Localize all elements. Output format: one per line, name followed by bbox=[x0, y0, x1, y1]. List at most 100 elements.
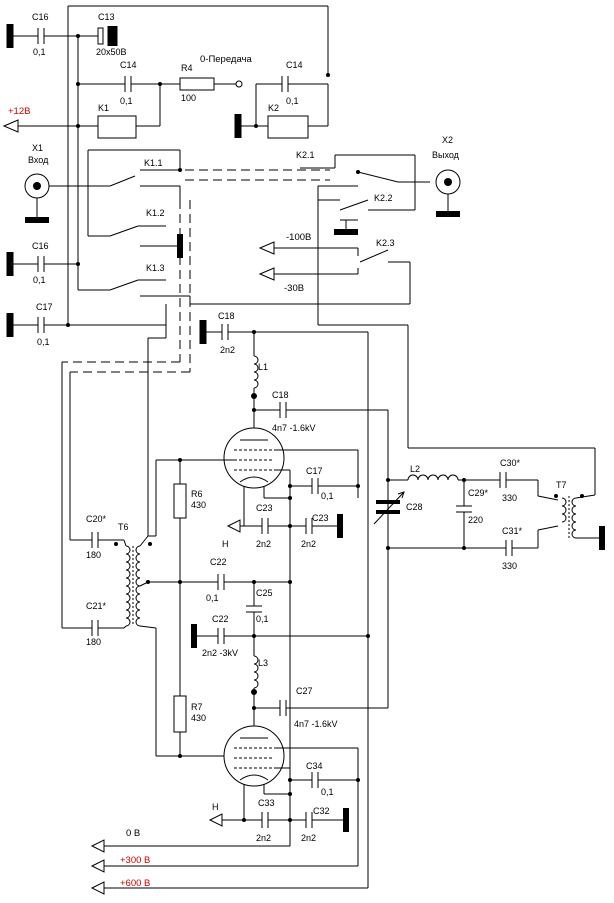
c17-left-value: 0,1 bbox=[37, 337, 50, 347]
minus30-label: -30B bbox=[284, 283, 304, 294]
c25: C25 0,1 bbox=[246, 582, 273, 636]
c32-label: C32 bbox=[313, 806, 330, 816]
c28-variable-capacitor: C28 bbox=[373, 480, 423, 548]
c23-b-value: 2n2 bbox=[301, 539, 316, 549]
k1-label: K1 bbox=[98, 103, 109, 113]
c27: C27 4n7 -1.6kV bbox=[254, 686, 388, 729]
c25-value: 0,1 bbox=[256, 614, 269, 624]
c14-right-value: 0,1 bbox=[286, 96, 299, 106]
c14-top-label: C14 bbox=[120, 60, 137, 70]
x1-input-connector: X1 Вход bbox=[24, 143, 50, 223]
l2-inductor: L2 bbox=[388, 464, 500, 481]
c31-label: C31* bbox=[502, 526, 523, 536]
c18-mid-label: C18 bbox=[272, 390, 289, 400]
c17-left-label: C17 bbox=[36, 302, 53, 312]
vacuum-tube-2 bbox=[223, 725, 285, 787]
c18-top-label: C18 bbox=[218, 311, 235, 321]
c21: C21* 180 bbox=[62, 601, 124, 647]
c30: C30* 330 bbox=[499, 458, 559, 503]
r6-value: 430 bbox=[191, 500, 206, 510]
r7-value: 430 bbox=[191, 713, 206, 723]
c22-b-label: C22 bbox=[212, 614, 229, 624]
c34-label: C34 bbox=[306, 761, 323, 771]
c20: C20* 180 bbox=[70, 514, 124, 560]
c32-value: 2n2 bbox=[301, 833, 316, 843]
k1-3-label: K1.3 bbox=[146, 263, 165, 273]
c16-top: C16 0,1 bbox=[6, 12, 78, 57]
c14-top-value: 0,1 bbox=[120, 96, 133, 106]
plus12-supply: +12B bbox=[2, 106, 98, 133]
c29-label: C29* bbox=[468, 488, 489, 498]
c31: C31* 330 bbox=[502, 525, 559, 571]
c14-top: C14 0,1 bbox=[78, 60, 180, 106]
plus600-label: +600 B bbox=[120, 878, 150, 889]
c16-mid: C16 0,1 bbox=[6, 241, 78, 285]
c23-pair: C23 2n2 C23 2n2 H bbox=[222, 503, 343, 549]
c18-mid-value: 4n7 -1.6kV bbox=[272, 423, 316, 433]
c16-top-value: 0,1 bbox=[33, 47, 46, 57]
c18-mid: C18 4n7 -1.6kV bbox=[254, 390, 389, 708]
l3-inductor: L3 bbox=[251, 636, 268, 730]
c21-label: C21* bbox=[86, 601, 107, 611]
c20-value: 180 bbox=[86, 550, 101, 560]
x2-output-connector: X2 Выход bbox=[432, 135, 461, 217]
h-bottom-label: H bbox=[212, 802, 219, 812]
c22-bottom: C22 2n2 -3kV bbox=[191, 614, 368, 658]
c18-top: C18 2n2 bbox=[199, 311, 368, 355]
r4-label: R4 bbox=[181, 63, 193, 73]
r6-label: R6 bbox=[191, 489, 203, 499]
h-top-label: H bbox=[222, 539, 229, 549]
vacuum-tube-1 bbox=[223, 427, 285, 489]
plus300-label: +300 B bbox=[120, 855, 150, 866]
r4: R4 100 bbox=[179, 63, 243, 103]
c17-right-value: 0,1 bbox=[321, 491, 334, 501]
r4-value: 100 bbox=[181, 93, 196, 103]
c33-value: 2n2 bbox=[256, 833, 271, 843]
k2-label: K2 bbox=[268, 103, 279, 113]
l1-label: L1 bbox=[258, 362, 268, 372]
l3-label: L3 bbox=[258, 658, 268, 668]
c34: C34 0,1 bbox=[290, 761, 358, 797]
k2-coil: K2 bbox=[234, 84, 329, 139]
k1-2-label: K1.2 bbox=[146, 208, 165, 218]
k1-coil: K1 bbox=[97, 84, 161, 139]
c17-left: C17 0,1 bbox=[6, 302, 166, 347]
c16-mid-label: C16 bbox=[32, 241, 49, 251]
plus12-label: +12B bbox=[8, 106, 30, 117]
c29-value: 220 bbox=[468, 515, 483, 525]
c23-a-value: 2n2 bbox=[256, 539, 271, 549]
c18-top-value: 2n2 bbox=[220, 345, 235, 355]
c30-value: 330 bbox=[502, 493, 517, 503]
x2-name: Выход bbox=[432, 150, 460, 160]
x1-label: X1 bbox=[32, 143, 43, 153]
t6-transformer: T6 bbox=[114, 522, 157, 629]
c22-a-label: C22 bbox=[210, 557, 227, 567]
k2-3-label: K2.3 bbox=[376, 238, 395, 248]
k2-2-label: K2.2 bbox=[374, 193, 393, 203]
c33-label: C33 bbox=[258, 798, 275, 808]
r7: R7 430 bbox=[173, 695, 206, 733]
c28-label: C28 bbox=[406, 502, 423, 512]
c16-top-label: C16 bbox=[32, 12, 49, 22]
c16-mid-value: 0,1 bbox=[33, 275, 46, 285]
c23-b-label: C23 bbox=[312, 513, 329, 523]
x1-name: Вход bbox=[28, 155, 49, 165]
c13: C13 20x50B bbox=[78, 12, 127, 57]
c14-right: C14 0,1 bbox=[256, 60, 328, 106]
zero-volt-label: 0 B bbox=[126, 828, 140, 839]
c31-value: 330 bbox=[502, 561, 517, 571]
t6-label: T6 bbox=[118, 522, 129, 532]
c27-value: 4n7 -1.6kV bbox=[294, 719, 338, 729]
supply-rails: 0 B +300 B +600 B bbox=[90, 828, 369, 895]
r7-label: R7 bbox=[191, 702, 203, 712]
k2-1-label: K2.1 bbox=[296, 150, 315, 160]
c21-value: 180 bbox=[86, 637, 101, 647]
c22-mid: C22 0,1 bbox=[206, 557, 290, 603]
c17-right-label: C17 bbox=[306, 466, 323, 476]
t7-label: T7 bbox=[556, 480, 567, 490]
c27-label: C27 bbox=[296, 686, 313, 696]
c23-a-label: C23 bbox=[256, 503, 273, 513]
c20-label: C20* bbox=[86, 514, 107, 524]
c30-label: C30* bbox=[500, 458, 521, 468]
